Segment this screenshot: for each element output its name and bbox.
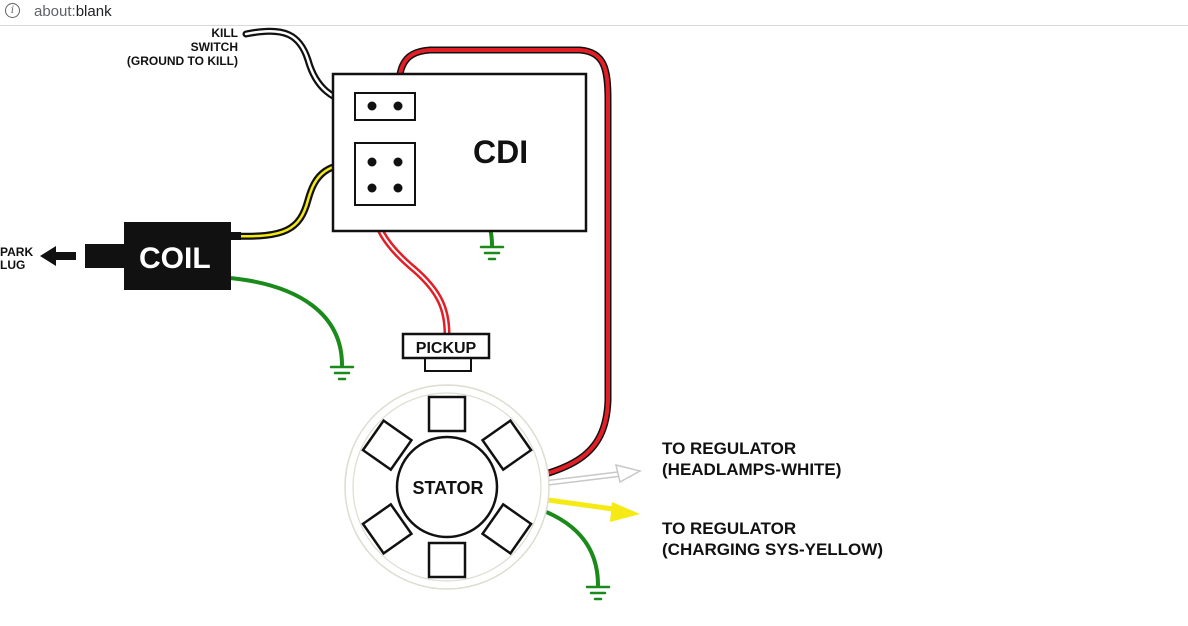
info-icon[interactable]: i [5,3,20,18]
kill-switch-label-line3: (GROUND TO KILL) [127,54,238,68]
ground-icon [329,365,355,381]
ignition-coil: COIL [85,222,241,290]
spark-plug-label-line2: LUG [0,258,25,272]
kill-switch-label-line1: KILL [211,26,238,40]
spark-plug-arrow-icon [40,246,76,266]
yellow-arrow-icon [610,502,640,522]
ground-icon [479,245,505,261]
pickup-label: PICKUP [416,340,477,357]
red-stator-wire [394,46,612,488]
address-bar[interactable]: i about:blank [0,0,1188,26]
regulator-white-label-line1: TO REGULATOR [662,439,796,458]
cdi-kill-connector [354,92,416,121]
cdi-label: CDI [473,134,528,170]
cdi-main-connector [354,142,416,206]
pickup-sensor: PICKUP [401,332,491,372]
green-coil-ground-wire [228,276,344,367]
url-scheme: about: [34,3,76,20]
white-arrow-icon [614,463,643,484]
stator-label: STATOR [413,478,484,498]
stator: STATOR [344,384,550,590]
url-text[interactable]: about:blank [34,3,112,20]
regulator-yellow-label-line1: TO REGULATOR [662,519,796,538]
spark-plug-label-line1: PARK [0,245,33,259]
ground-icon [585,585,611,601]
coil-label: COIL [139,242,211,275]
regulator-yellow-label-line2: (CHARGING SYS-YELLOW) [662,540,883,559]
regulator-white-label-line2: (HEADLAMPS-WHITE) [662,460,841,479]
url-path: blank [75,3,112,20]
cdi-unit: CDI [331,72,588,233]
kill-switch-label-line2: SWITCH [191,40,238,54]
